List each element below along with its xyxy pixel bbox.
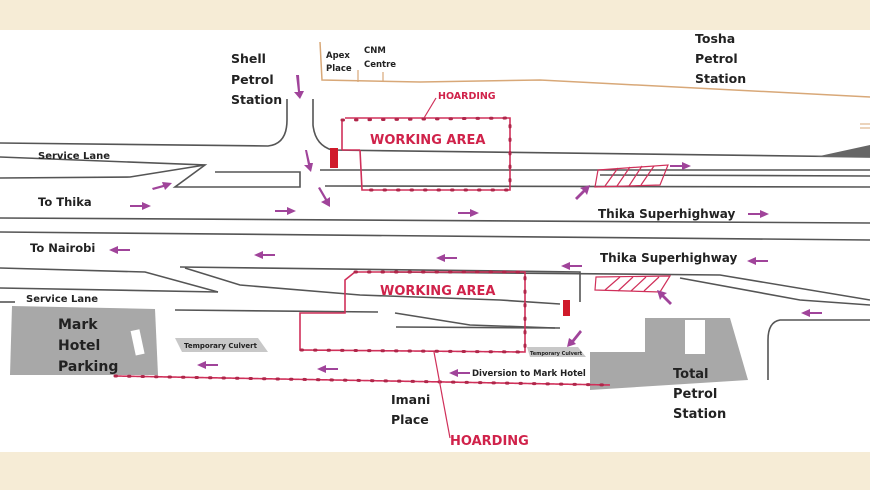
shell-label: Shell: [231, 51, 266, 66]
shell-label: Station: [231, 92, 282, 107]
service-lane-bottom-label: Service Lane: [26, 294, 98, 305]
mark-hotel-label: Mark: [58, 317, 98, 333]
working-area-top: WORKING AREA HOARDING: [330, 91, 669, 192]
tosha-label: Tosha: [695, 31, 735, 46]
apex-label: Apex: [326, 51, 350, 61]
traffic-arrows: [109, 75, 822, 377]
to-nairobi-label: To Nairobi: [30, 241, 95, 255]
hatched-zone-top: [594, 164, 669, 188]
road-labels: Service Lane To Thika Thika Superhighway…: [26, 151, 738, 379]
arrow-icon: [449, 369, 470, 377]
hoarding-top-pointer: [423, 97, 437, 119]
arrow-icon: [567, 330, 582, 347]
arrow-icon: [318, 187, 330, 207]
temporary-culvert-left: [175, 338, 268, 352]
arrow-icon: [317, 365, 338, 373]
imani-label: Place: [391, 412, 429, 427]
arrow-icon: [575, 185, 590, 200]
arrow-icon: [304, 150, 313, 172]
arrow-icon: [561, 262, 582, 270]
arrow-icon: [130, 202, 151, 210]
temporary-culvert-right-label: Temporary Culvert: [530, 351, 583, 357]
arrow-icon: [458, 209, 479, 217]
mark-hotel-label: Parking: [58, 359, 118, 375]
imani-label: Imani: [391, 392, 430, 407]
superhighway-top-label: Thika Superhighway: [598, 207, 736, 221]
arrow-icon: [294, 75, 304, 99]
barrier-top: [330, 148, 338, 168]
arrow-icon: [801, 309, 822, 317]
shell-label: Petrol: [231, 72, 274, 87]
arrow-icon: [657, 290, 672, 305]
barrier-bottom: [563, 300, 570, 316]
building-dividers: [357, 70, 384, 82]
roads-south: [0, 266, 870, 380]
arrow-icon: [152, 182, 172, 190]
working-area-bottom-label: WORKING AREA: [380, 284, 495, 299]
map-area: [0, 30, 870, 452]
tosha-label: Station: [695, 71, 746, 86]
total-white-bay: [685, 320, 705, 354]
roads-north: [0, 99, 870, 241]
hoarding-top-label: HOARDING: [438, 91, 496, 102]
hoarding-bottom-pointer: [433, 351, 451, 439]
arrow-icon: [275, 207, 296, 215]
working-area-bottom: WORKING AREA HOARDING: [113, 270, 672, 449]
cnm-label: Centre: [364, 60, 396, 70]
marker-lines: [860, 123, 870, 129]
temporary-culvert-right: [527, 347, 586, 357]
arrow-icon: [747, 257, 768, 265]
place-labels: Shell Petrol Station Apex Place CNM Cent…: [58, 31, 746, 427]
total-label: Petrol: [673, 387, 717, 402]
total-label: Station: [673, 407, 726, 422]
arrow-icon: [254, 251, 275, 259]
parking-white-bay: [130, 329, 145, 356]
arrow-icon: [109, 246, 130, 254]
to-thika-label: To Thika: [38, 195, 92, 209]
arrow-icon: [748, 210, 769, 218]
mark-hotel-label: Hotel: [58, 338, 100, 354]
tosha-label: Petrol: [695, 51, 738, 66]
working-area-top-label: WORKING AREA: [370, 133, 485, 148]
taper: [815, 145, 870, 157]
mark-hotel-parking-area: [10, 306, 158, 375]
arrow-icon: [197, 361, 218, 369]
arrow-icon: [436, 254, 457, 262]
total-station-area: [590, 318, 748, 390]
hoarding-bottom-label: HOARDING: [450, 434, 529, 449]
hatch-lines: [604, 165, 655, 187]
cnm-label: CNM: [364, 46, 386, 56]
arrow-icon: [670, 162, 691, 170]
hatch-lines-bottom: [604, 276, 660, 292]
total-label: Total: [673, 367, 709, 382]
temporary-culvert-left-label: Temporary Culvert: [184, 342, 258, 350]
superhighway-bottom-label: Thika Superhighway: [600, 251, 738, 265]
apex-label: Place: [326, 64, 352, 74]
frontage-line: [319, 41, 870, 98]
service-lane-top-label: Service Lane: [38, 151, 110, 162]
diversion-label: Diversion to Mark Hotel: [472, 369, 586, 379]
